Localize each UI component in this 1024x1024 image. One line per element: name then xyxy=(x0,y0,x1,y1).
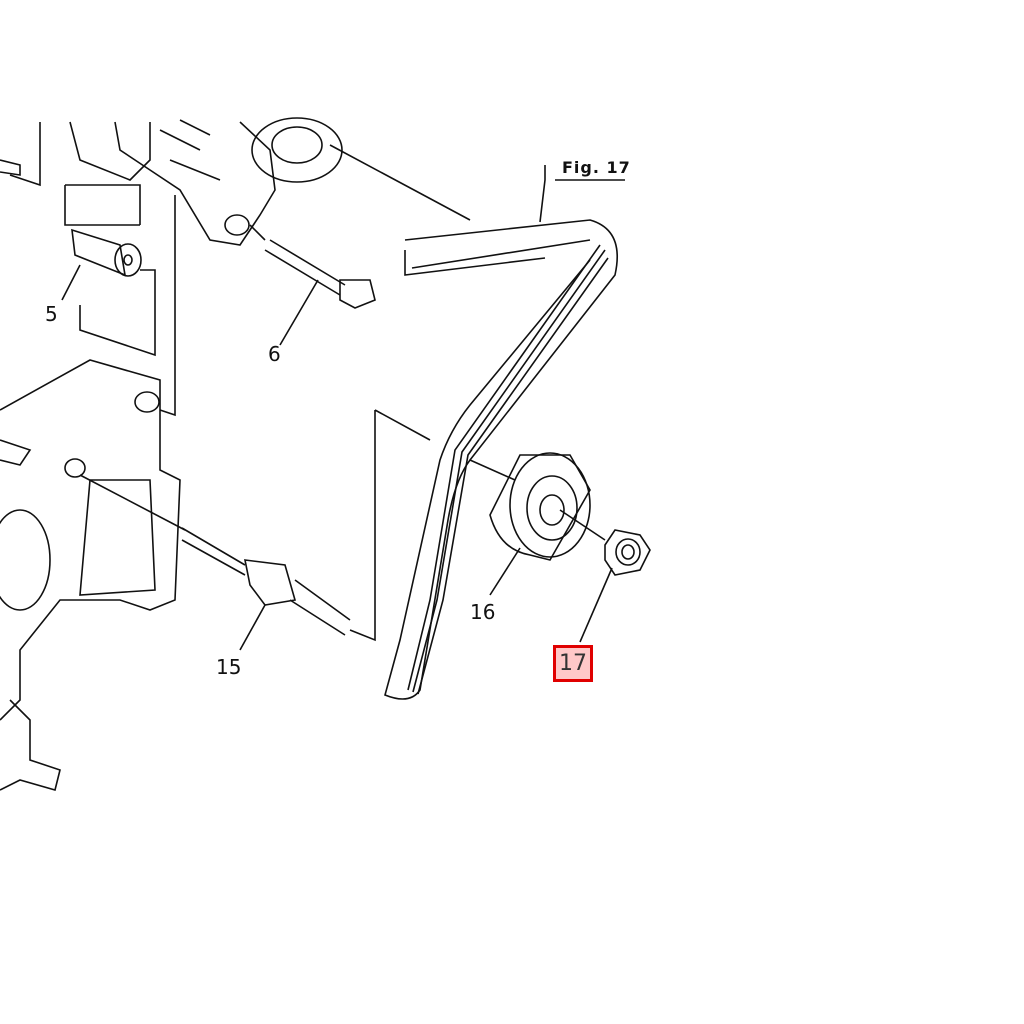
bolt-drawing xyxy=(249,224,376,346)
belt-drawing xyxy=(329,144,625,700)
callout-16[interactable]: 16 xyxy=(470,600,496,624)
figure-label: Fig. 17 xyxy=(562,158,631,177)
stud-drawing xyxy=(79,409,431,651)
spacer-drawing xyxy=(0,184,181,791)
alternator-drawing xyxy=(0,117,343,246)
idler-pulley-drawing xyxy=(469,452,606,596)
callout-17-highlighted[interactable]: 17 xyxy=(553,645,593,682)
nut-drawing xyxy=(579,529,651,643)
callout-5[interactable]: 5 xyxy=(45,302,58,326)
callout-6[interactable]: 6 xyxy=(268,342,281,366)
callout-15[interactable]: 15 xyxy=(216,655,242,679)
